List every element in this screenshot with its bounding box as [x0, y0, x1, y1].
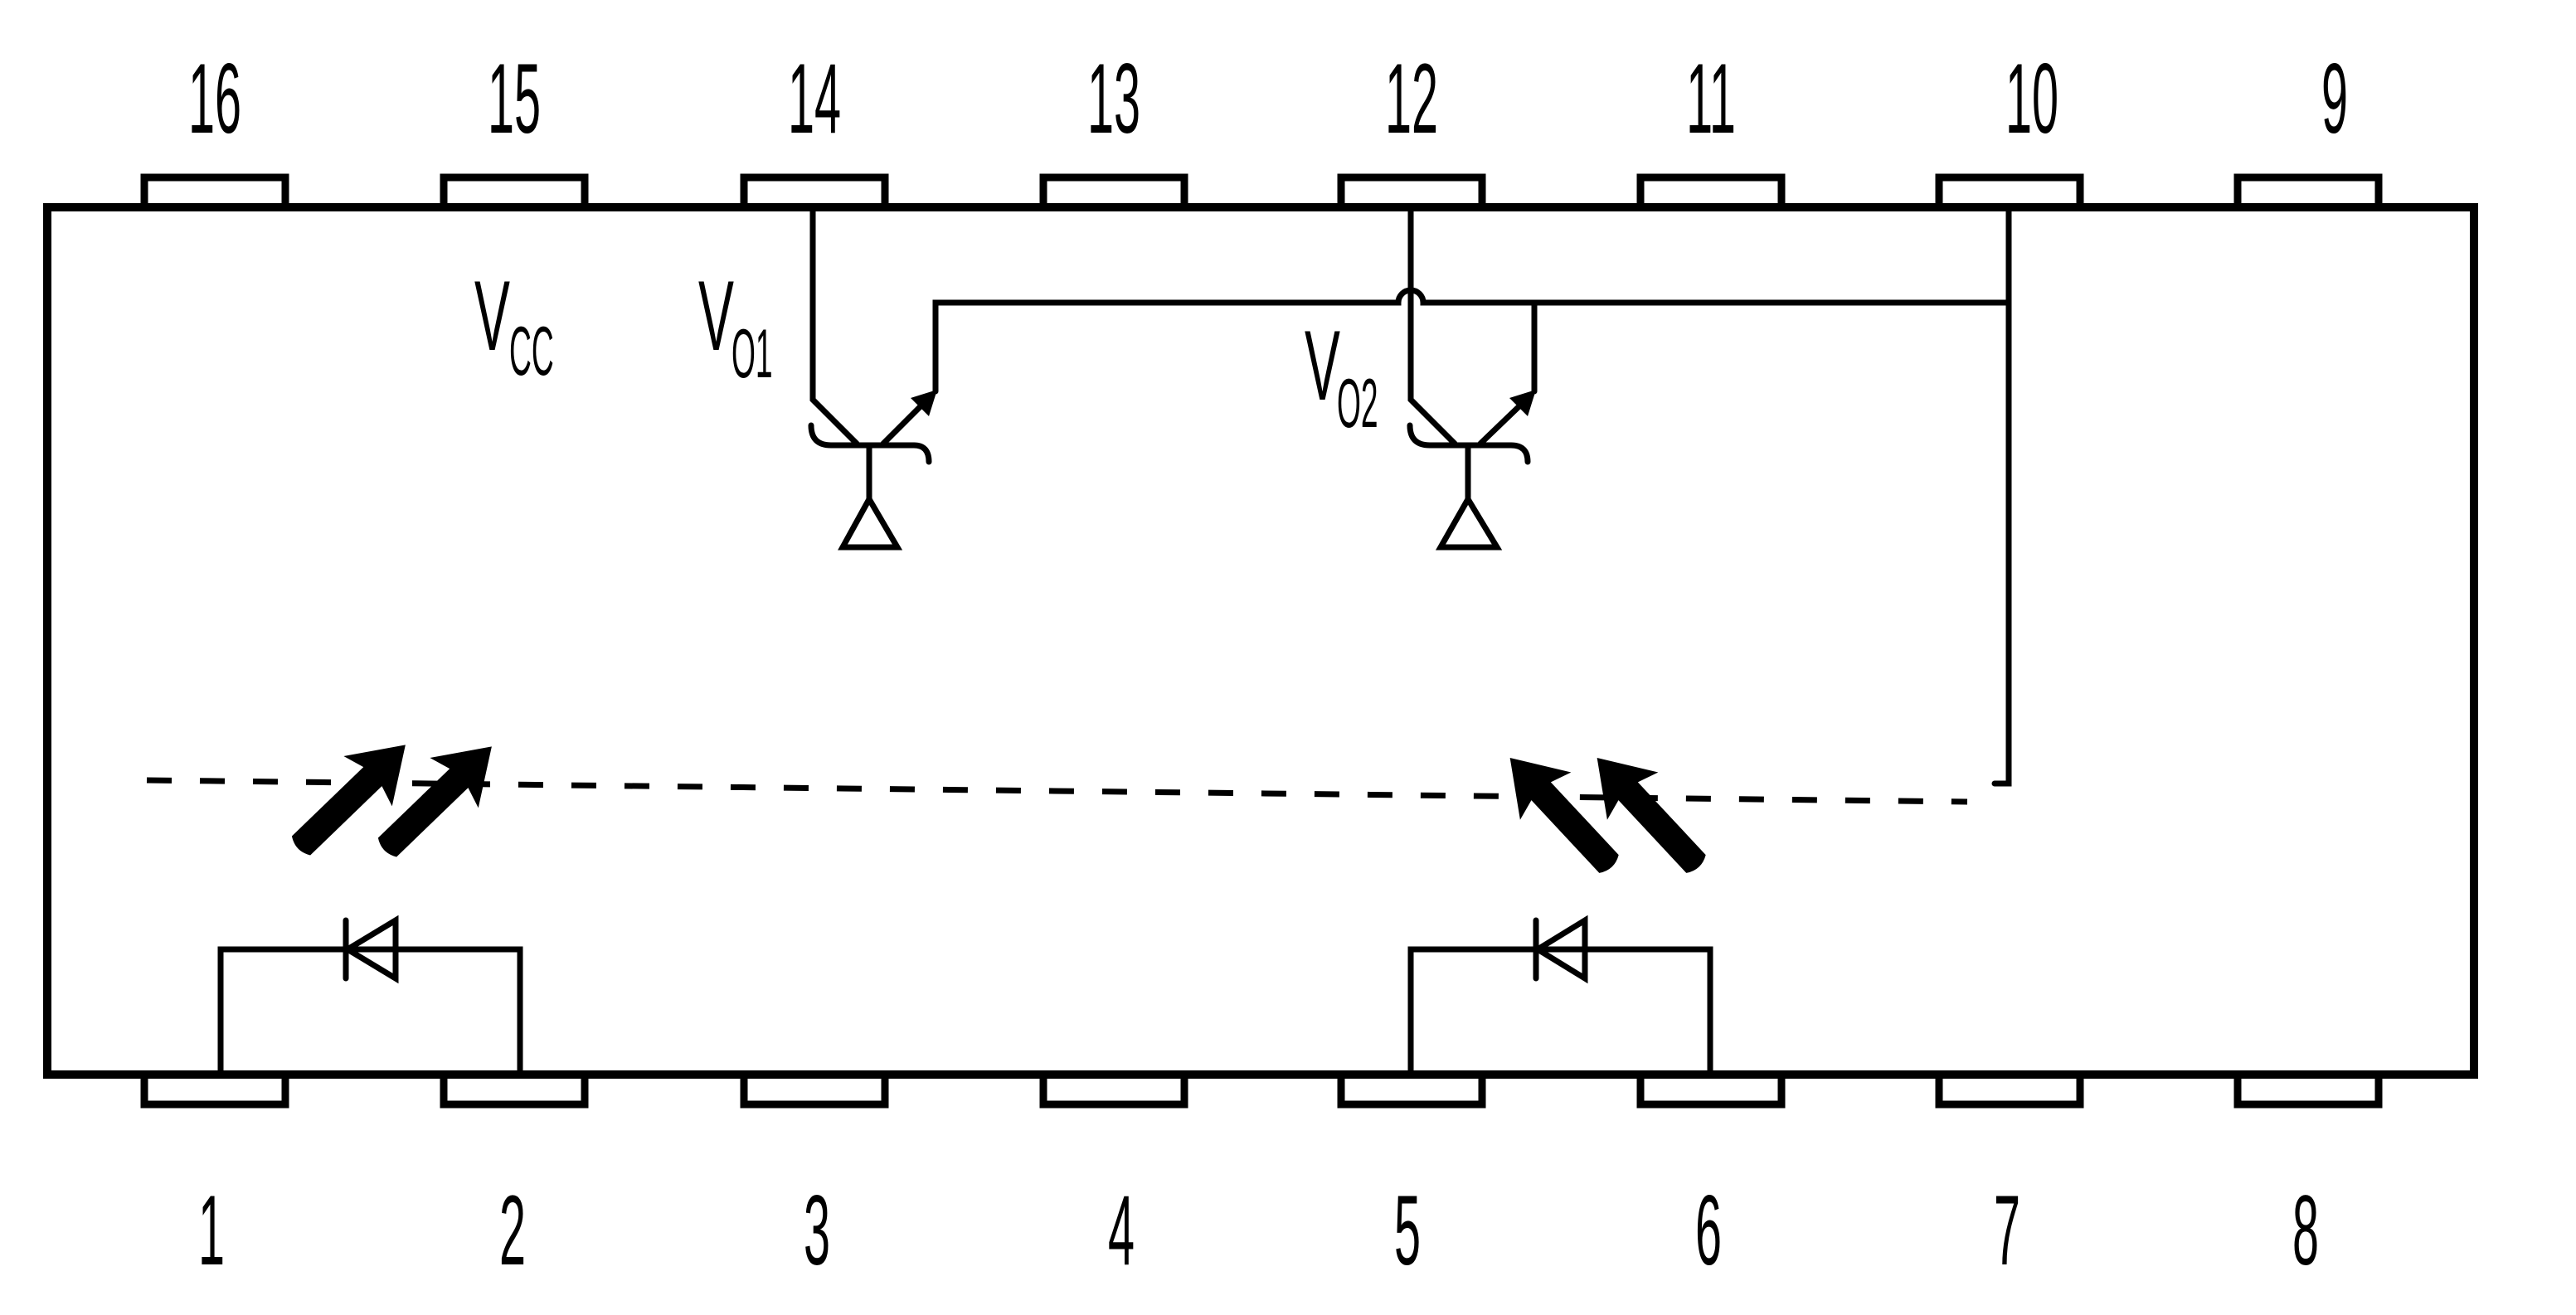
phototransistor-1	[808, 204, 937, 551]
vcc-label: V CC	[474, 261, 554, 390]
pin-label: 8	[2292, 1175, 2319, 1286]
light-arrow-icon	[377, 746, 492, 857]
emitter-2-arrow-icon	[1509, 390, 1536, 416]
pin-label: 3	[804, 1175, 830, 1286]
pin-9	[2233, 173, 2383, 211]
light-arrows-2	[1509, 758, 1706, 873]
pin-1	[140, 1070, 289, 1109]
pin-label: 14	[788, 43, 841, 154]
top-pin-labels: 16 15 14 13 12 11 10 9	[188, 43, 2348, 154]
pin-label: 13	[1087, 43, 1140, 154]
ground-2-icon	[1435, 493, 1503, 551]
bottom-pin-labels: 1 2 3 4 5 6 7 8	[198, 1175, 2319, 1286]
vo1-label-main: V	[698, 261, 734, 371]
pin-label: 4	[1108, 1175, 1135, 1286]
vcc-label-main: V	[474, 261, 510, 371]
pin-12	[1337, 173, 1486, 211]
led-1-loop-wire	[217, 946, 523, 1078]
pin-label: 16	[188, 43, 241, 154]
emitter-2-wire	[1477, 399, 1527, 447]
ground-1-icon	[838, 493, 903, 551]
pin-4	[1039, 1070, 1188, 1109]
pin-label: 5	[1394, 1175, 1421, 1286]
vo2-label-sub: O2	[1337, 364, 1378, 442]
pin-label: 1	[198, 1175, 225, 1286]
package-body	[43, 203, 2478, 1079]
top-pins	[140, 173, 2383, 211]
vcc-label-sub: CC	[509, 312, 554, 390]
pin-8	[2233, 1070, 2383, 1109]
led-2-loop-wire	[1407, 946, 1713, 1078]
pin-16	[140, 173, 289, 211]
base-1-bar	[808, 422, 932, 465]
pin-label: 7	[1994, 1175, 2020, 1286]
pin-7	[1935, 1070, 2084, 1109]
pin-11	[1636, 173, 1786, 211]
pin-label: 12	[1385, 43, 1438, 154]
pin-label: 2	[499, 1175, 526, 1286]
pin-label: 9	[2321, 43, 2348, 154]
pin-13	[1039, 173, 1188, 211]
emitter-1-arrow-icon	[911, 390, 937, 416]
pin-14	[740, 173, 889, 211]
light-arrow-icon	[1509, 758, 1619, 873]
pin-2	[440, 1070, 589, 1109]
pin-10	[1935, 173, 2084, 211]
diode-1-icon	[342, 915, 399, 984]
collector-1-wire	[809, 204, 860, 447]
vo1-label-sub: O1	[731, 314, 773, 392]
diode-2-icon	[1532, 915, 1588, 984]
light-arrow-icon	[291, 745, 406, 856]
pin-label: 11	[1686, 43, 1736, 154]
pin10-wire	[1991, 204, 2012, 787]
pin-6	[1636, 1070, 1786, 1109]
light-arrow-icon	[1597, 758, 1706, 873]
emitter-1-wire	[880, 399, 928, 447]
led-1	[217, 915, 523, 1078]
vo2-label: V O2	[1305, 311, 1378, 442]
bottom-pins	[140, 1070, 2383, 1109]
pin-3	[740, 1070, 889, 1109]
vo2-label-main: V	[1305, 311, 1340, 421]
collector-2-wire	[1407, 204, 1458, 447]
emitter-bus-wire	[932, 287, 2012, 395]
vo1-label: V O1	[698, 261, 773, 392]
pin-label: 10	[2005, 43, 2058, 154]
pin-15	[440, 173, 589, 211]
pin-label: 15	[488, 43, 541, 154]
pin-label: 6	[1695, 1175, 1722, 1286]
optical-isolation-dashed-line	[146, 777, 1968, 805]
pin-5	[1337, 1070, 1486, 1109]
led-2	[1407, 915, 1713, 1078]
phototransistor-2	[1407, 204, 1538, 551]
light-arrows-1	[291, 745, 492, 857]
